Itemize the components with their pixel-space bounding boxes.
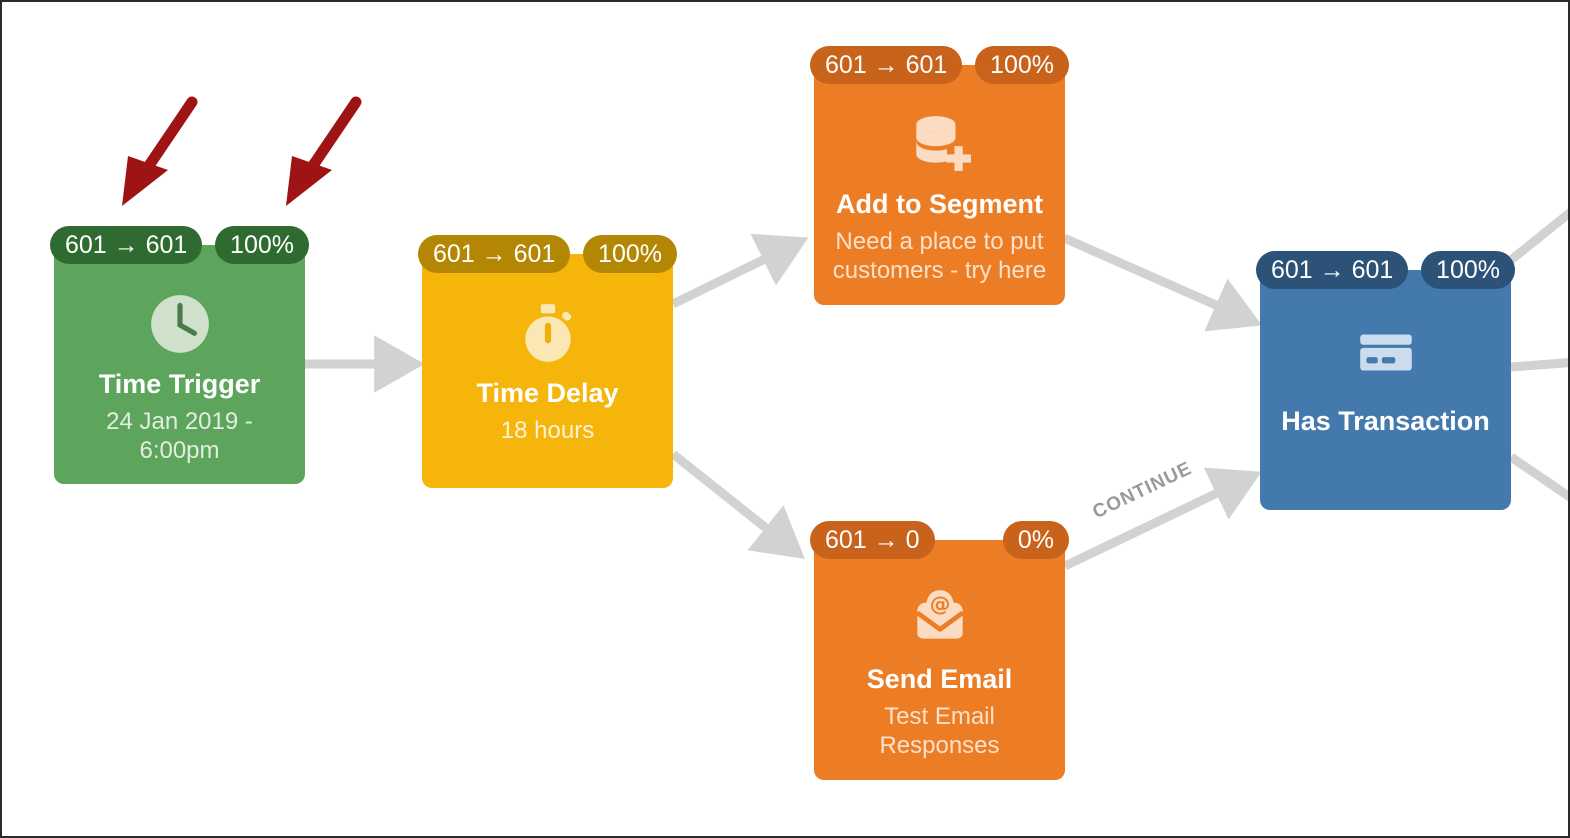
edge-delay-to-email [670,450,805,560]
svg-text:@: @ [929,592,950,616]
edge-label-continue: CONTINUE [1089,457,1196,524]
credit-card-icon [1359,334,1412,371]
node-count-badge[interactable]: 601 → 601 [418,235,571,273]
node-percent-badge[interactable]: 100% [215,226,309,264]
edge-transaction-out-middle [1510,358,1568,372]
edge-transaction-out-bottom [1508,453,1568,502]
node-title: Has Transaction [1281,406,1490,436]
database-plus-icon [915,116,971,171]
annotation-arrow-percent-badge [286,96,362,206]
edge-delay-to-segment [671,233,809,309]
node-time-trigger[interactable]: 601 → 601 100% Time Trigger 24 Jan 2019 … [50,226,309,484]
node-percent-badge[interactable]: 100% [975,46,1069,84]
node-add-to-segment[interactable]: 601 → 601 100% Add to Segment Need a pla… [810,46,1069,305]
node-title: Time Trigger [98,369,261,399]
edge-transaction-out-top [1508,208,1568,264]
node-has-transaction[interactable]: 601 → 601 100% Has Transaction [1256,251,1515,510]
node-count-badge[interactable]: 601 → 601 [50,226,203,264]
node-subtitle: 18 hours [500,417,595,445]
node-subtitle: Test Email Responses [879,703,1000,759]
node-title: Add to Segment [836,189,1043,219]
node-time-delay[interactable]: 601 → 601 100% Time Delay 18 hours [418,235,677,488]
node-percent-badge[interactable]: 100% [1421,251,1515,289]
node-subtitle: Need a place to put customers - try here [832,228,1047,284]
node-percent-badge[interactable]: 100% [583,235,677,273]
edge-segment-to-transaction [1062,233,1262,332]
node-count-badge[interactable]: 601 → 0 [810,521,935,559]
stopwatch-icon [524,304,571,362]
node-title: Time Delay [476,378,619,408]
node-subtitle: 24 Jan 2019 - 6:00pm [106,408,253,464]
clock-icon [150,295,209,353]
node-percent-badge[interactable]: 0% [1002,521,1069,559]
node-send-email[interactable]: 601 → 0 0% @ Send Email Test Email Respo… [810,521,1069,780]
email-at-icon: @ [915,590,964,639]
node-count-badge[interactable]: 601 → 601 [1256,251,1409,289]
node-count-badge[interactable]: 601 → 601 [810,46,963,84]
node-title: Send Email [866,664,1013,694]
annotation-arrow-count-badge [122,96,198,206]
